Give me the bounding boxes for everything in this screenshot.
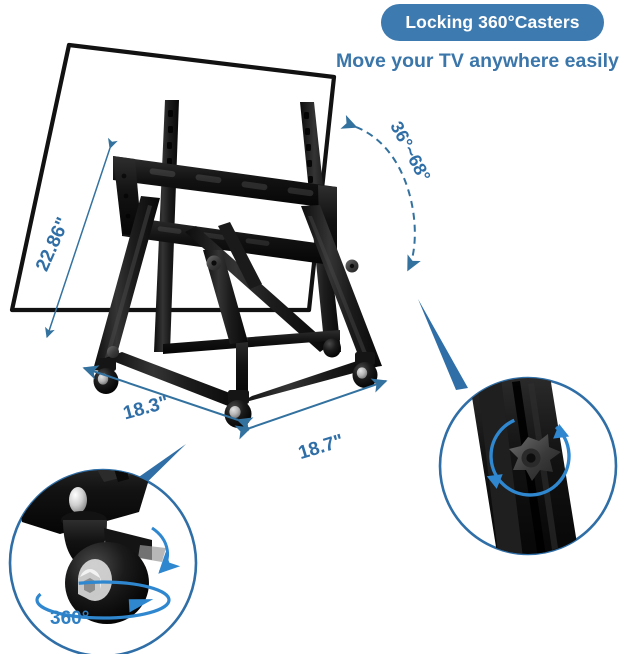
knob-callout-leader [418, 299, 468, 390]
height-dimension-line [45, 137, 118, 339]
locking-casters-badge: Locking 360°Casters [381, 4, 604, 41]
frame-knob-lower-left [107, 346, 119, 358]
tilt-strut [218, 222, 262, 289]
badge-label: Locking 360°Casters [405, 12, 580, 32]
tilt-angle-arc [340, 115, 421, 272]
caster-front-right [352, 352, 378, 388]
knob-callout-content [468, 378, 580, 554]
depth-dimension-line [82, 365, 254, 432]
center-post [203, 250, 248, 344]
callout-caster [8, 444, 198, 654]
caster-rear [323, 338, 341, 358]
stand-leg-front-right [301, 205, 382, 368]
mount-rail-upper [113, 156, 337, 209]
caster-front-center [224, 390, 252, 428]
frame-knob-right [345, 259, 359, 273]
adjustment-knob [509, 434, 561, 481]
caster-rotation-label: 360° [50, 608, 90, 629]
base-rail-rear [163, 330, 340, 354]
knob-rotation-indicator [489, 415, 571, 497]
callout-knob [418, 299, 618, 556]
headline-text: Move your TV anywhere easily [336, 50, 619, 72]
frame-knob-left [206, 255, 222, 271]
width-dimension-line [234, 378, 388, 440]
dimension-lines [45, 115, 421, 440]
mount-plate-left [113, 156, 142, 237]
rotation-indicator-ellipse [35, 580, 171, 620]
